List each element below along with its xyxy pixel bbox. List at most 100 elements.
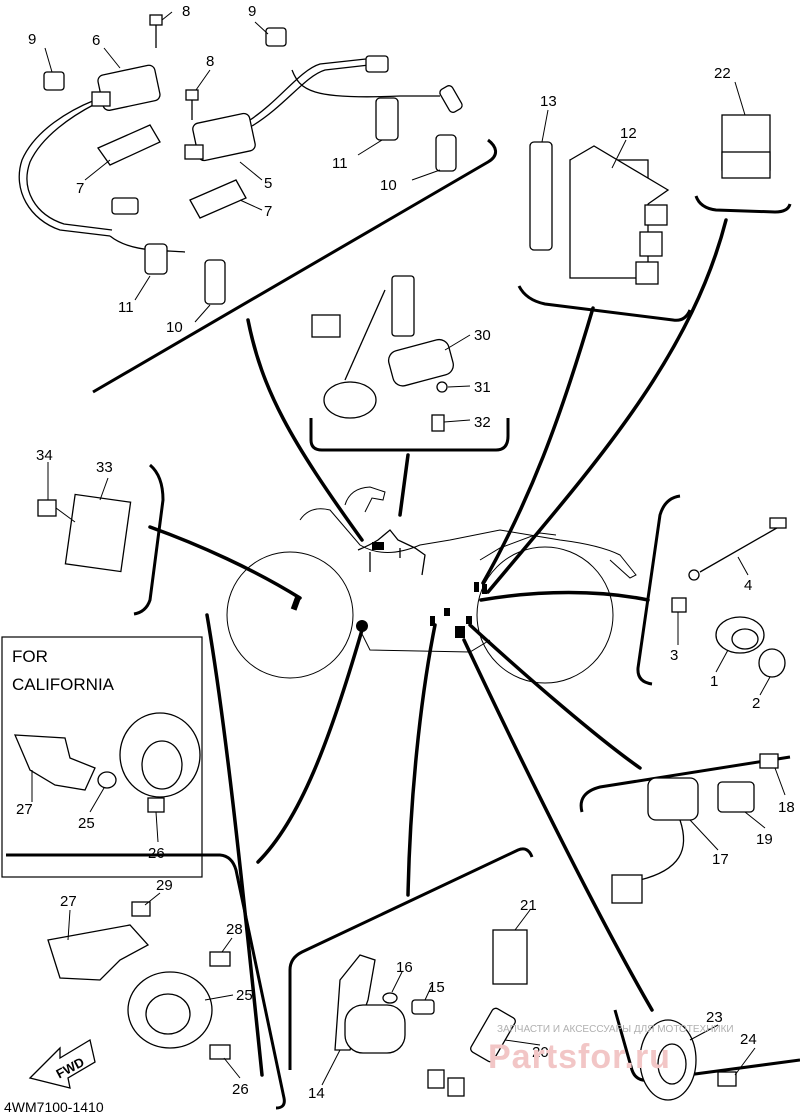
sensor-30-plate: [387, 338, 454, 387]
leader-line-c24: [734, 1047, 756, 1076]
callout-6: 6: [92, 32, 100, 49]
wire-horn-left: [205, 613, 264, 1077]
callout-15: 15: [428, 979, 445, 996]
bolt-15: [411, 999, 435, 1015]
callout-25: 25: [236, 987, 253, 1004]
leader-line-c16: [391, 971, 403, 993]
bolt-18: [759, 753, 779, 769]
wire-mainswitch: [479, 590, 650, 602]
harness-clip-a: [290, 595, 302, 611]
harness-clip-g: [466, 616, 472, 624]
harness-clip-h: [444, 608, 450, 616]
wire-horn2: [462, 638, 654, 1012]
leader-line-c25b: [204, 994, 234, 1001]
leader-line-c8b: [195, 69, 211, 91]
california-horn-parts: [13, 712, 201, 813]
callout-30: 30: [474, 327, 491, 344]
leader-line-c10a: [411, 169, 441, 181]
speedsensor-parts: [611, 753, 779, 904]
wire-ecu: [481, 306, 595, 585]
part-code: 4WM7100-1410: [4, 1099, 104, 1115]
sensor-30-float: [323, 381, 377, 419]
leader-line-c29: [144, 892, 161, 906]
leader-line-c22: [734, 81, 746, 116]
bracket-27-california: [13, 734, 96, 791]
leader-line-c4: [737, 556, 749, 576]
callout-29: 29: [156, 877, 173, 894]
callout-24: 24: [740, 1031, 757, 1048]
bolt-28: [209, 951, 231, 967]
ecu-12-top: [569, 145, 670, 205]
plug-cap-10-upper-boot: [435, 134, 457, 172]
harness-clip-d: [356, 620, 368, 632]
leader-line-c11b: [134, 275, 151, 301]
callout-14: 14: [308, 1085, 325, 1102]
plug-cap-11-upper: [375, 97, 399, 141]
horn-panel-border: [6, 853, 286, 1110]
horn2-parts: [639, 1019, 737, 1101]
callout-21: 21: [520, 897, 537, 914]
leader-line-c32: [443, 419, 471, 423]
wire-speedsensor: [468, 623, 642, 770]
relay-panel-border: [694, 195, 792, 214]
sensor-panel-border: [309, 418, 510, 452]
callout-27: 27: [16, 801, 33, 818]
wire-horn: [256, 628, 364, 864]
harness-clip-e: [430, 616, 435, 626]
california-box-border: [1, 636, 203, 878]
callout-26: 26: [148, 845, 165, 862]
callout-10: 10: [166, 319, 183, 336]
leader-line-c5: [239, 161, 263, 181]
bolt-24: [717, 1071, 737, 1087]
wire-relay: [486, 218, 728, 594]
starter-panel-border: [288, 847, 534, 1070]
plug-cap-10-upper: [439, 85, 463, 113]
high-tension-cord-outer: [26, 103, 113, 231]
harness-outline: [357, 529, 426, 576]
leader-line-c21: [514, 909, 531, 931]
plug-cord-right-2: [251, 63, 379, 127]
callout-34: 34: [36, 447, 53, 464]
speed-sensor-17: [647, 777, 699, 821]
speed-sensor-17-connector: [611, 874, 643, 904]
sensor-parts: [311, 275, 454, 432]
callout-27: 27: [60, 893, 77, 910]
callout-22: 22: [714, 65, 731, 82]
o-ring-2: [758, 648, 786, 678]
ignition-parts: [18, 14, 463, 305]
callout-1: 1: [710, 673, 718, 690]
sensor-30-arm: [391, 275, 415, 337]
ecu-12-connector-a: [644, 204, 668, 226]
bracket-27-lower: [47, 924, 150, 981]
starter-relay-14-connector-a: [427, 1069, 445, 1089]
leader-line-c28: [221, 937, 233, 953]
leader-line-c8a: [161, 11, 173, 21]
engine-outline: [359, 629, 491, 653]
horn-25-inner: [145, 993, 191, 1035]
leader-line-c17: [689, 819, 719, 851]
leader-line-c7a: [84, 159, 111, 181]
plug-cord-lower: [291, 69, 440, 98]
speed-sensor-17-cable: [639, 819, 685, 881]
leader-line-c14: [321, 1049, 341, 1086]
wire-sensor: [398, 453, 410, 517]
california-label-line1: FOR: [12, 647, 48, 666]
harness-clip-b: [474, 582, 479, 592]
leader-line-c1: [715, 649, 729, 673]
bracket-19: [717, 781, 755, 813]
starter-relay-14-connector-b: [447, 1077, 465, 1097]
rear-wheel-outline: [476, 546, 614, 684]
fwd-arrow: [28, 1038, 96, 1089]
wire-ignition: [246, 318, 364, 542]
harness-clip-c: [482, 584, 487, 594]
holder-21: [492, 929, 528, 985]
ecu-12-connector-c: [635, 261, 659, 285]
callout-18: 18: [778, 799, 795, 816]
callout-2: 2: [752, 695, 760, 712]
horn-lower-parts: [28, 901, 231, 1089]
starter-parts: [334, 929, 528, 1097]
ignition-coil-right-terminal: [184, 144, 204, 160]
callout-26: 26: [232, 1081, 249, 1098]
rear-fender-outline: [479, 532, 557, 561]
bolt-26-california: [147, 797, 165, 813]
